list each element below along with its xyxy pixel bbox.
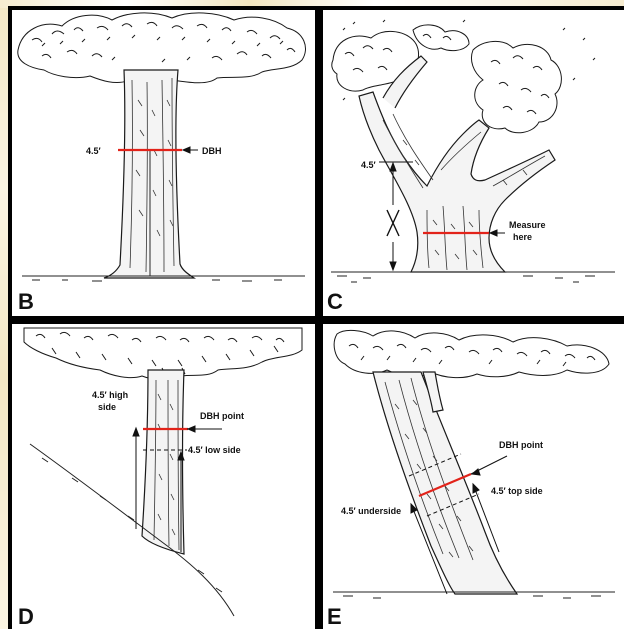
here-label: here [513, 232, 532, 242]
dbh-point-label: DBH point [200, 411, 244, 421]
top-side-label: 4.5′ top side [491, 486, 543, 496]
tree-trunk [104, 70, 194, 278]
panel-label-e: E [327, 606, 342, 628]
height-label: 4.5′ [361, 160, 376, 170]
ground [331, 272, 615, 282]
panel-label-c: C [327, 291, 343, 313]
panel-label-d: D [18, 606, 34, 628]
tree-canopy [334, 330, 609, 377]
high-side-label-2: side [98, 402, 116, 412]
measure-label: Measure [509, 220, 546, 230]
dbh-label: DBH [202, 146, 222, 156]
panel-label-b: B [18, 291, 34, 313]
tree-trunk [373, 372, 517, 594]
panel-e: DBH point 4.5′ top side 4.5′ underside E [323, 324, 624, 629]
height-label: 4.5′ [86, 146, 101, 156]
panel-d: 4.5′ high side DBH point 4.5′ low side D [12, 324, 315, 629]
dbh-arrow [183, 147, 198, 153]
panel-c: 4.5′ Measure here C [323, 10, 624, 316]
high-side-label: 4.5′ high [92, 390, 128, 400]
tree-trunk [142, 370, 184, 554]
measure-arrow [490, 230, 505, 236]
low-side-label: 4.5′ low side [188, 445, 241, 455]
panel-b: 4.5′ DBH B [12, 10, 315, 316]
dbh-point-label: DBH point [499, 440, 543, 450]
underside-label: 4.5′ underside [341, 506, 401, 516]
frame-horizontal-divider [8, 316, 624, 324]
slope-ground [30, 444, 234, 616]
